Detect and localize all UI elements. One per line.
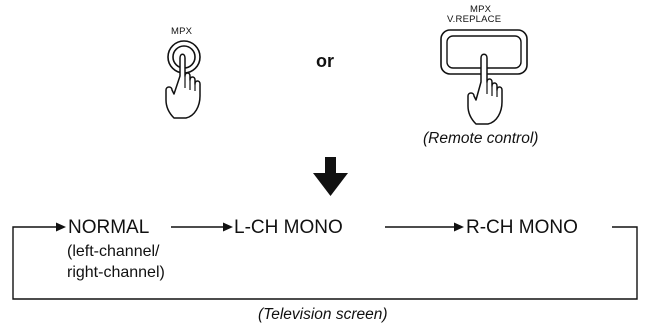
- mode-rch-mono: R-CH MONO: [466, 217, 578, 238]
- mpx-button-label: MPX: [171, 26, 193, 37]
- remote-mpx-button[interactable]: [436, 28, 536, 128]
- down-arrow-icon: [313, 157, 348, 196]
- mode-normal: NORMAL: [68, 217, 150, 238]
- arrowhead: [223, 222, 233, 232]
- arrowhead: [56, 222, 66, 232]
- mpx-button[interactable]: [160, 36, 220, 126]
- mode-lch-mono: L-CH MONO: [234, 217, 343, 238]
- finger-press-icon: [440, 29, 528, 125]
- mode-normal-sub1: (left-channel/: [67, 243, 160, 260]
- mode-normal-sub2: right-channel): [67, 264, 165, 281]
- arrowhead: [454, 222, 464, 232]
- remote-control-caption: (Remote control): [423, 130, 539, 147]
- remote-mpx-label: MPX: [470, 4, 492, 15]
- finger-press-icon: [165, 40, 201, 119]
- or-text: or: [316, 51, 334, 71]
- remote-vreplace-label: V.REPLACE: [447, 14, 502, 25]
- television-screen-caption: (Television screen): [258, 306, 388, 323]
